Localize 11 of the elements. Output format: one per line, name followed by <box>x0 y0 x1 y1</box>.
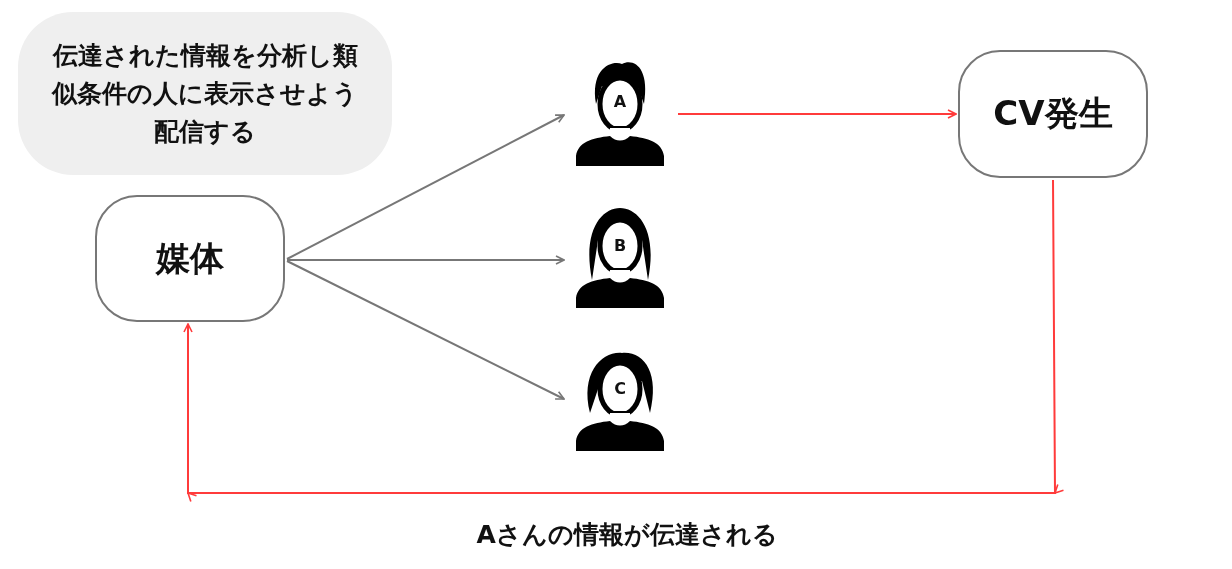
rounded-box: 媒体 <box>95 195 285 322</box>
arrow <box>677 109 957 119</box>
arrow <box>286 260 565 400</box>
person-letter: A <box>612 92 628 111</box>
callout-box: 伝達された情報を分析し類似条件の人に表示させよう配信する <box>18 12 392 175</box>
arrow <box>286 114 565 260</box>
person-letter: B <box>612 236 628 255</box>
arrow <box>286 255 565 265</box>
rounded-box: CV発生 <box>958 50 1148 178</box>
person-letter: C <box>613 379 627 398</box>
arrow <box>183 179 1064 502</box>
